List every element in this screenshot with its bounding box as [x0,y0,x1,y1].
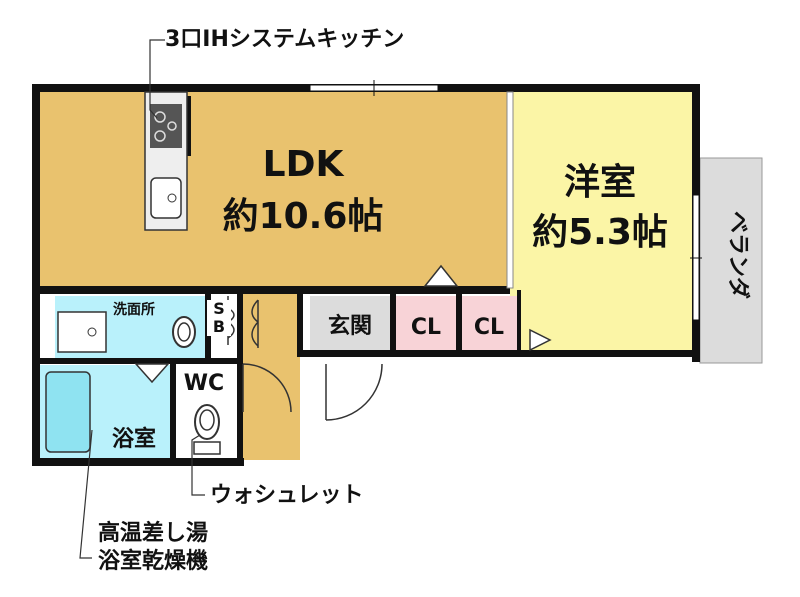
bath-annotation-line1: 高温差し湯 [98,520,208,546]
entrance-floor [310,296,390,352]
closet-2-label: CL [474,315,504,340]
western-room [510,90,695,355]
sb-box [207,300,231,336]
ldk-hall-extension [238,290,300,460]
bath-label: 浴室 [112,426,156,452]
wc-label: WC [184,371,224,396]
bathtub [45,371,91,453]
ldk-size: 約10.6帖 [223,196,384,237]
washroom-label: 洗面所 [113,301,155,318]
doors [227,296,383,421]
partition-ldk-western [506,91,514,289]
closet-1-label: CL [411,315,441,340]
bath-door [134,363,170,384]
entrance-step-arrow [423,264,459,287]
bath-annotation-line2: 浴室乾燥機 [98,548,208,574]
closet-1-floor [396,296,456,352]
western-name: 洋室 [564,162,636,203]
veranda-label: ベランダ [725,211,751,299]
toilet-annotation: ウォシュレット [210,483,364,508]
callout-lines [79,39,205,559]
ldk-room [38,90,510,290]
sb-label-s: S [213,299,225,318]
sb-label-b: B [213,317,225,336]
kitchen-sink [150,177,182,219]
kitchen-annotation: 3口IHシステムキッチン [165,27,404,52]
western-closet-arrow [529,328,552,352]
toilet [183,404,231,456]
ih-cooktop [150,104,182,148]
closet-2-floor [461,296,517,352]
western-size: 約5.3帖 [532,212,668,253]
entrance-label: 玄関 [328,313,372,339]
veranda [699,157,763,364]
kitchen-counter [144,91,188,231]
wash-basin [57,311,196,353]
ldk-name: LDK [263,144,345,185]
